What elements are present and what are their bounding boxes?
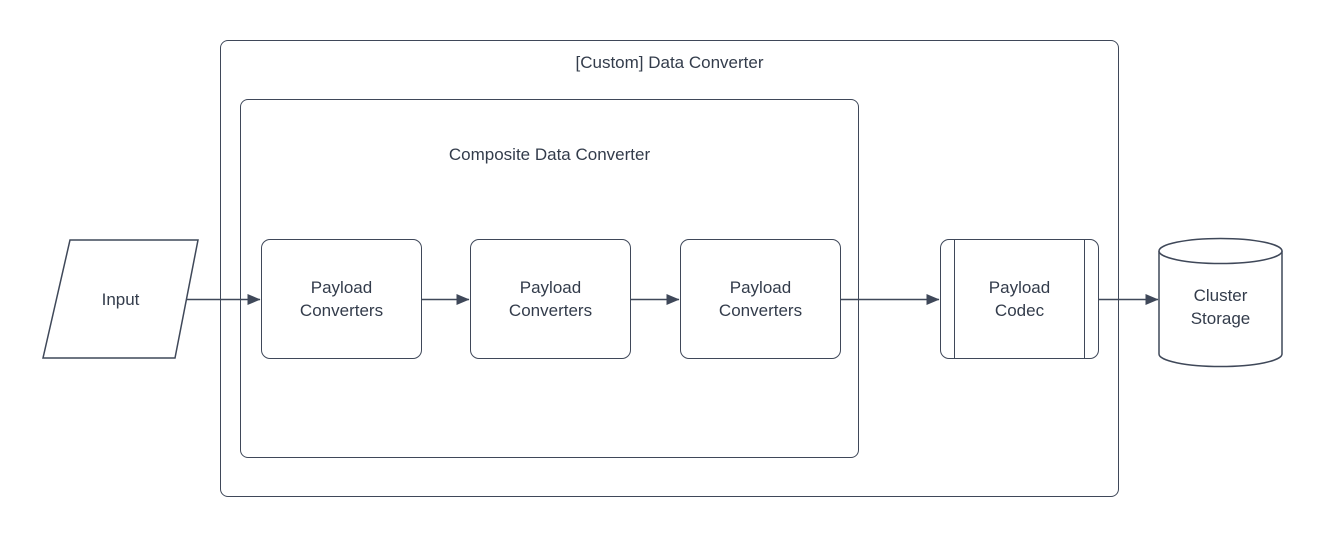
- node-label: Payload Converters: [508, 278, 593, 320]
- node-payload-codec: Payload Codec: [940, 239, 1099, 359]
- input-parallelogram-shape: [42, 239, 199, 359]
- node-label: Payload Codec: [988, 278, 1051, 320]
- node-payload-converters-2: Payload Converters: [470, 239, 631, 359]
- cylinder-body: [1158, 251, 1283, 368]
- node-payload-converters-3: Payload Converters: [680, 239, 841, 359]
- node-cluster-storage-label: Cluster Storage: [1190, 286, 1251, 328]
- custom-data-converter-title: [Custom] Data Converter: [575, 53, 764, 72]
- composite-data-converter-title: Composite Data Converter: [448, 145, 651, 164]
- composite-data-converter-container: [240, 99, 859, 458]
- node-label: Payload Converters: [299, 278, 384, 320]
- node-label: Payload Converters: [718, 278, 803, 320]
- custom-data-converter-container: [220, 40, 1119, 497]
- node-input-label: Input: [101, 290, 140, 309]
- cluster-storage-cylinder-shape: [1158, 237, 1283, 368]
- node-payload-converters-1: Payload Converters: [261, 239, 422, 359]
- cylinder-rim: [1158, 237, 1283, 265]
